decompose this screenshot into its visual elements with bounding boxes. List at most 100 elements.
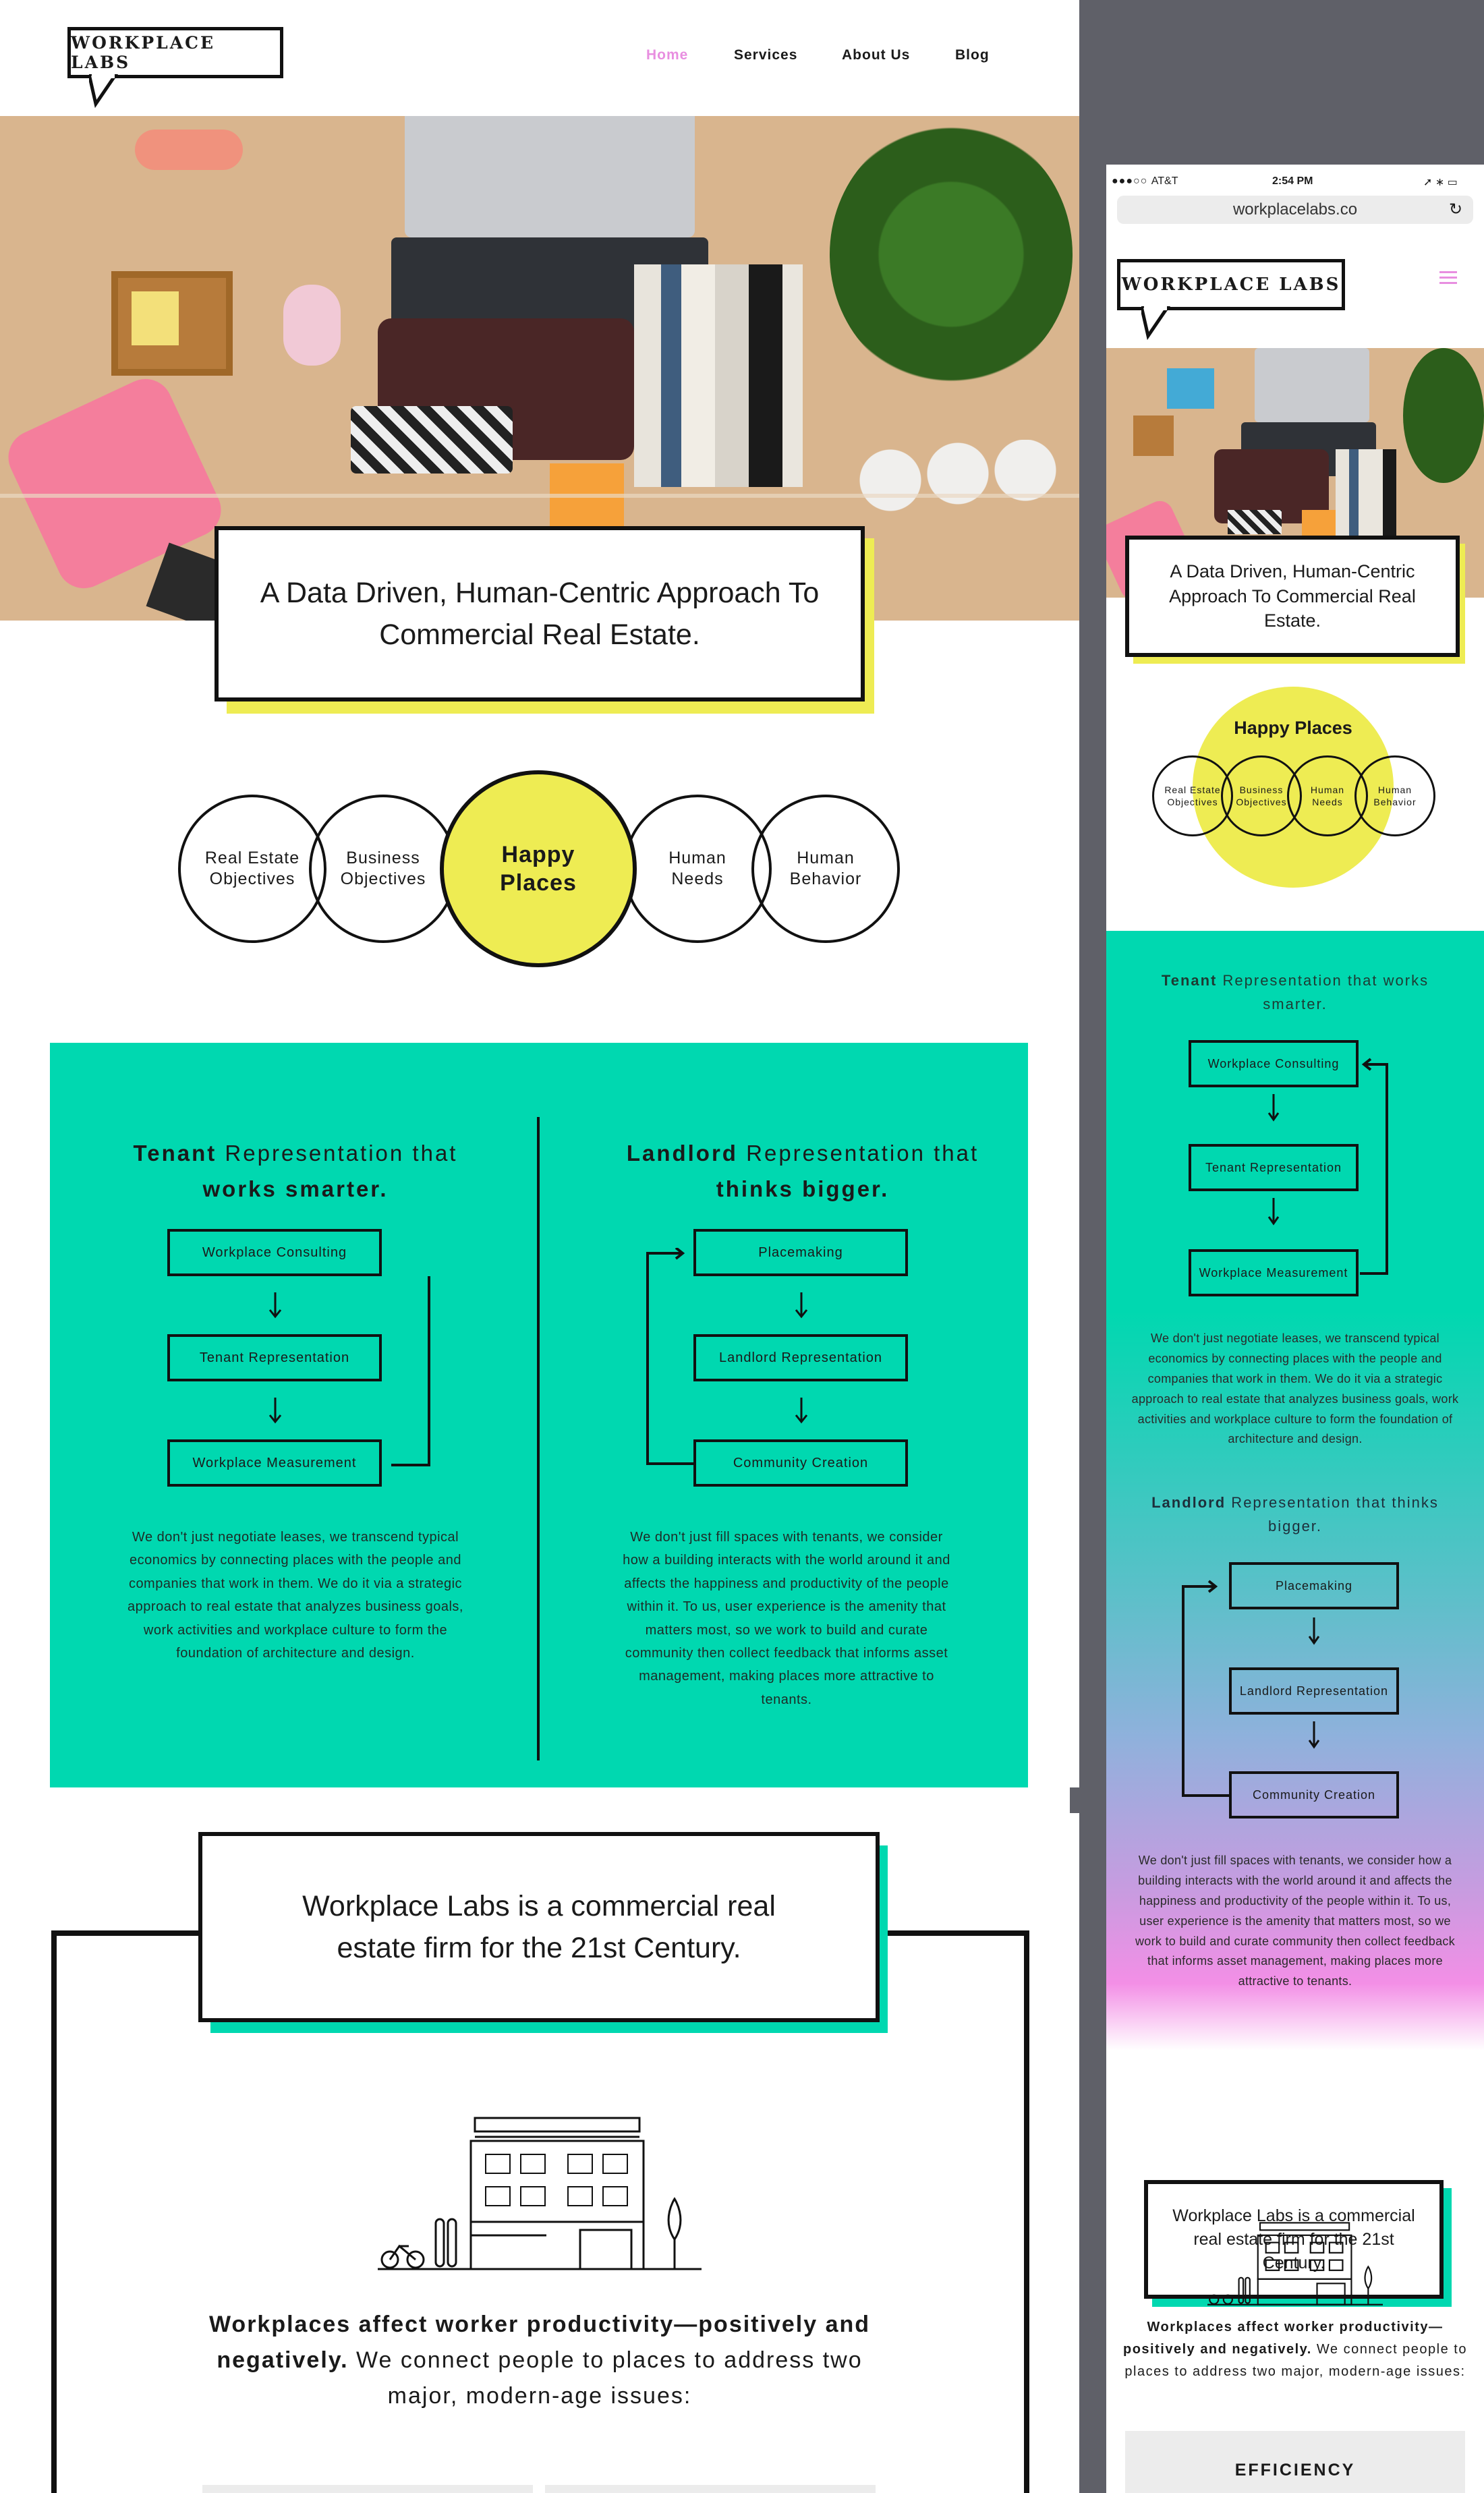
logo-box: WORKPLACE LABS (67, 27, 283, 78)
reload-icon[interactable]: ↻ (1449, 200, 1463, 219)
books (634, 264, 803, 487)
logo-text: WORKPLACE LABS (71, 33, 216, 72)
productivity-bold: Workplaces affect worker productivity—po… (208, 2312, 871, 2374)
mobile-books (1336, 449, 1396, 544)
tenant-heading-rest: Representation that (217, 1141, 458, 1166)
status-time-text: 2:54 PM (1272, 175, 1313, 187)
flow-placemaking-label: Placemaking (758, 1244, 843, 1260)
landlord-paragraph-text: We don't just fill spaces with tenants, … (623, 1530, 950, 1707)
building-illustration-icon (378, 2117, 702, 2270)
mobile-tenant-paragraph-text: We don't just negotiate leases, we trans… (1131, 1331, 1459, 1446)
mobile-status-carrier: ●●●○○ AT&T (1112, 175, 1178, 188)
mobile-efficiency-text: EFFICIENCY (1234, 2461, 1356, 2480)
mobile-landlord-heading-bold: Landlord (1151, 1494, 1226, 1511)
sunglasses (135, 130, 243, 170)
mobile-productivity-bold: Workplaces affect worker productivity—po… (1123, 2320, 1444, 2357)
desktop-page: WORKPLACE LABS Home Services About Us Bl… (0, 27, 1079, 2493)
circle-business-label: Business Objectives (340, 848, 426, 888)
landlord-heading-line2: thinks bigger. (716, 1176, 890, 1201)
mobile-blue-card (1167, 368, 1214, 409)
mobile-flow-tenant-representation-label: Tenant Representation (1205, 1160, 1342, 1174)
mobile-flow-community-creation[interactable]: Community Creation (1229, 1771, 1399, 1818)
about-tagline: Workplace Labs is a commercial real esta… (302, 1889, 776, 1964)
tenant-heading: Tenant Representation that works smarter… (100, 1136, 491, 1207)
mobile-flow-landlord-representation[interactable]: Landlord Representation (1229, 1667, 1399, 1715)
orange-notes (550, 463, 624, 538)
mobile-landlord-arrows-icon (1182, 1580, 1320, 1797)
mobile-productivity-text: Workplaces affect worker productivity—po… (1122, 2316, 1468, 2383)
nav-about-us[interactable]: About Us (842, 47, 910, 63)
flow-workplace-measurement[interactable]: Workplace Measurement (167, 1439, 382, 1487)
mobile-tenant-heading: Tenant Representation that works smarter… (1133, 969, 1457, 1016)
mobile-flow-placemaking[interactable]: Placemaking (1229, 1562, 1399, 1609)
pink-bottle (283, 285, 341, 366)
issue-card-right (545, 2485, 876, 2493)
mobile-landlord-paragraph: We don't just fill spaces with tenants, … (1129, 1851, 1461, 1992)
mobile-circle-human-needs-label: Human Needs (1310, 784, 1345, 807)
flow-workplace-consulting[interactable]: Workplace Consulting (167, 1229, 382, 1276)
circle-business-objectives: Business Objectives (309, 795, 457, 943)
mobile-page: ●●●○○ AT&T 2:54 PM ➚ ∗ ▭ workplacelabs.c… (1106, 165, 1484, 2493)
circle-human-needs: Human Needs (623, 795, 772, 943)
mobile-logo[interactable]: WORKPLACE LABS (1117, 259, 1345, 340)
mobile-flow-community-creation-label: Community Creation (1252, 1787, 1376, 1802)
nav-home-label: Home (646, 47, 689, 63)
nav-services-label: Services (734, 47, 798, 63)
status-carrier-text: AT&T (1151, 175, 1178, 187)
mobile-tenant-paragraph: We don't just negotiate leases, we trans… (1129, 1329, 1461, 1450)
url-bar[interactable]: workplacelabs.co (1117, 196, 1473, 224)
mobile-flow-workplace-consulting[interactable]: Workplace Consulting (1189, 1040, 1359, 1087)
services-divider (537, 1117, 540, 1760)
landlord-heading-bold: Landlord (626, 1141, 738, 1166)
mobile-landlord-paragraph-text: We don't just fill spaces with tenants, … (1135, 1854, 1456, 1988)
mobile-circle-human-behavior-label: Human Behavior (1373, 784, 1417, 807)
mobile-circle-business: Business Objectives (1221, 755, 1302, 836)
circle-real-estate-objectives: Real Estate Objectives (178, 795, 326, 943)
flow-placemaking[interactable]: Placemaking (693, 1229, 908, 1276)
mobile-logo-speech-tail-icon (1141, 306, 1171, 340)
nav-home[interactable]: Home (646, 47, 688, 63)
mobile-laptop (1255, 348, 1369, 422)
mobile-efficiency-card[interactable] (1125, 2431, 1465, 2493)
mobile-flow-workplace-measurement-label: Workplace Measurement (1199, 1265, 1348, 1280)
circle-happy-places-label: Happy Places (500, 841, 577, 896)
landlord-paragraph: We don't just fill spaces with tenants, … (618, 1526, 955, 1711)
mobile-status-time: 2:54 PM (1272, 175, 1313, 188)
tenant-heading-line2: works smarter. (202, 1176, 389, 1201)
flow-landlord-representation[interactable]: Landlord Representation (693, 1334, 908, 1381)
circle-human-needs-label: Human Needs (668, 848, 726, 888)
nav-about-us-label: About Us (842, 47, 911, 63)
mobile-hero-tagline: A Data Driven, Human-Centric Approach To… (1169, 561, 1416, 631)
circle-real-estate-label: Real Estate Objectives (204, 848, 300, 888)
mobile-happy-text: Happy Places (1234, 718, 1352, 738)
hero-tagline: A Data Driven, Human-Centric Approach To… (260, 576, 820, 651)
plant (830, 123, 1073, 386)
mobile-tray (1133, 416, 1174, 456)
flow-tenant-representation[interactable]: Tenant Representation (167, 1334, 382, 1381)
hamburger-menu-icon[interactable] (1439, 271, 1457, 285)
mobile-flow-workplace-consulting-label: Workplace Consulting (1207, 1056, 1340, 1070)
mobile-tenant-heading-rest: Representation that works smarter. (1217, 972, 1429, 1013)
signal-dots-icon: ●●●○○ (1112, 175, 1151, 187)
flow-community-creation-label: Community Creation (733, 1455, 869, 1470)
landlord-heading-rest: Representation that (737, 1141, 979, 1166)
mobile-efficiency-label: EFFICIENCY (1125, 2461, 1465, 2480)
landlord-heading: Landlord Representation that thinks bigg… (580, 1136, 1025, 1207)
mobile-flow-workplace-measurement[interactable]: Workplace Measurement (1189, 1249, 1359, 1296)
logo[interactable]: WORKPLACE LABS (67, 27, 283, 108)
mobile-building-illustration-icon (1207, 2222, 1383, 2305)
mobile-flow-tenant-representation[interactable]: Tenant Representation (1189, 1144, 1359, 1191)
mobile-about-tagline: Workplace Labs is a commercial real esta… (1172, 2206, 1415, 2272)
mobile-hero-tagline-box: A Data Driven, Human-Centric Approach To… (1125, 536, 1460, 657)
mobile-logo-text: WORKPLACE LABS (1121, 275, 1341, 295)
nav-services[interactable]: Services (734, 47, 797, 63)
flow-tenant-representation-label: Tenant Representation (199, 1350, 350, 1365)
tenant-paragraph-text: We don't just negotiate leases, we trans… (127, 1530, 463, 1661)
pattern-case (351, 406, 513, 474)
issue-card-left (202, 2485, 533, 2493)
nav-blog[interactable]: Blog (955, 47, 990, 63)
hero-tagline-box: A Data Driven, Human-Centric Approach To… (215, 526, 865, 701)
flow-community-creation[interactable]: Community Creation (693, 1439, 908, 1487)
scroll-marker (1070, 1787, 1079, 1813)
mobile-happy-places-label: Happy Places (1193, 718, 1394, 739)
